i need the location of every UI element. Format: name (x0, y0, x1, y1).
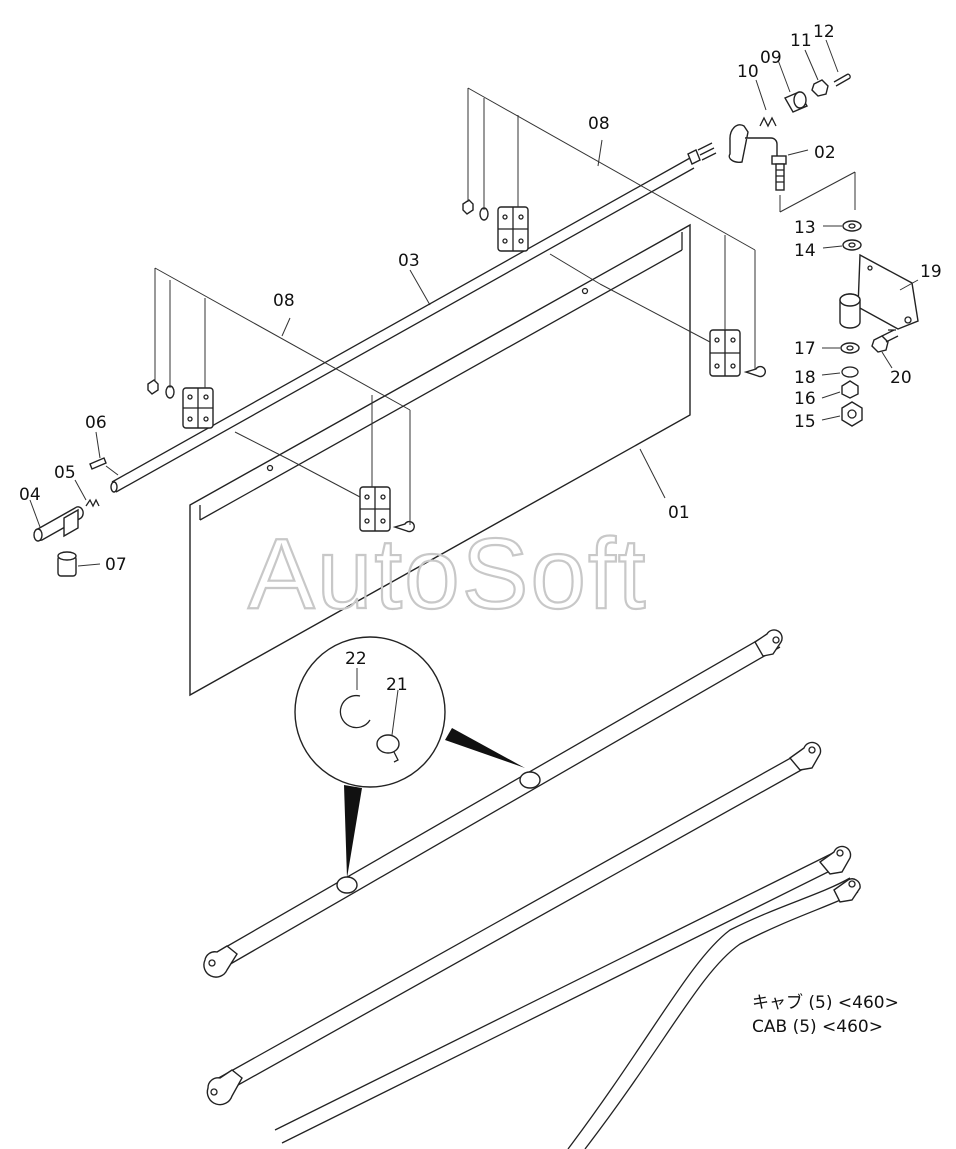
nut-11 (804, 49, 829, 97)
label-17: 17 (794, 339, 816, 359)
cab-bar-3 (274, 845, 852, 1144)
washer-13 (823, 220, 862, 232)
caption-japanese: キャブ (5) <460> (752, 992, 899, 1013)
label-03: 03 (398, 251, 420, 271)
hinge-right-top (497, 206, 529, 252)
label-07: 07 (105, 555, 127, 575)
label-12: 12 (813, 22, 835, 42)
label-05: 05 (54, 463, 76, 483)
spring-10 (755, 79, 777, 128)
label-21: 21 (386, 675, 408, 695)
bracket-19 (839, 253, 919, 330)
bushing-09 (777, 59, 808, 113)
label-13: 13 (794, 218, 816, 238)
cab-bar-1 (203, 629, 783, 978)
label-06: 06 (85, 413, 107, 433)
bracket-lines (779, 171, 856, 213)
label-16: 16 (794, 389, 816, 409)
label-10: 10 (737, 62, 759, 82)
hinge-left-top (182, 387, 214, 429)
label-09: 09 (760, 48, 782, 68)
washer-14 (822, 239, 862, 251)
watermark: AutoSoft (248, 518, 648, 630)
cab-bar-2 (206, 741, 822, 1106)
label-15: 15 (794, 412, 816, 432)
cab-bar-4 (567, 877, 861, 1149)
bolt-20 (871, 329, 899, 369)
label-08-left: 08 (273, 291, 295, 311)
caption-english: CAB (5) <460> (752, 1017, 883, 1037)
spring-05 (74, 479, 100, 508)
pin-12 (825, 39, 851, 87)
explosion-lines (154, 87, 756, 525)
lockwasher-18 (821, 366, 859, 378)
label-20: 20 (890, 368, 912, 388)
detail-callout (294, 636, 525, 878)
label-08-right: 08 (588, 114, 610, 134)
nut-16 (821, 380, 859, 399)
label-02: 02 (814, 143, 836, 163)
handle-04 (29, 499, 84, 542)
washer-17 (822, 342, 860, 354)
hinge-right-bottom (709, 329, 741, 377)
latch-02 (728, 124, 809, 191)
label-01: 01 (668, 503, 690, 523)
hinge-fasteners (147, 199, 766, 533)
label-18: 18 (794, 368, 816, 388)
label-14: 14 (794, 241, 816, 261)
label-04: 04 (19, 485, 41, 505)
hinge-left-bottom (359, 486, 391, 532)
label-22: 22 (345, 649, 367, 669)
label-11: 11 (790, 31, 812, 51)
nut-15 (821, 401, 863, 427)
label-19: 19 (920, 262, 942, 282)
pin-06 (89, 431, 119, 476)
cap-07 (57, 551, 101, 577)
panel-01 (189, 223, 691, 697)
